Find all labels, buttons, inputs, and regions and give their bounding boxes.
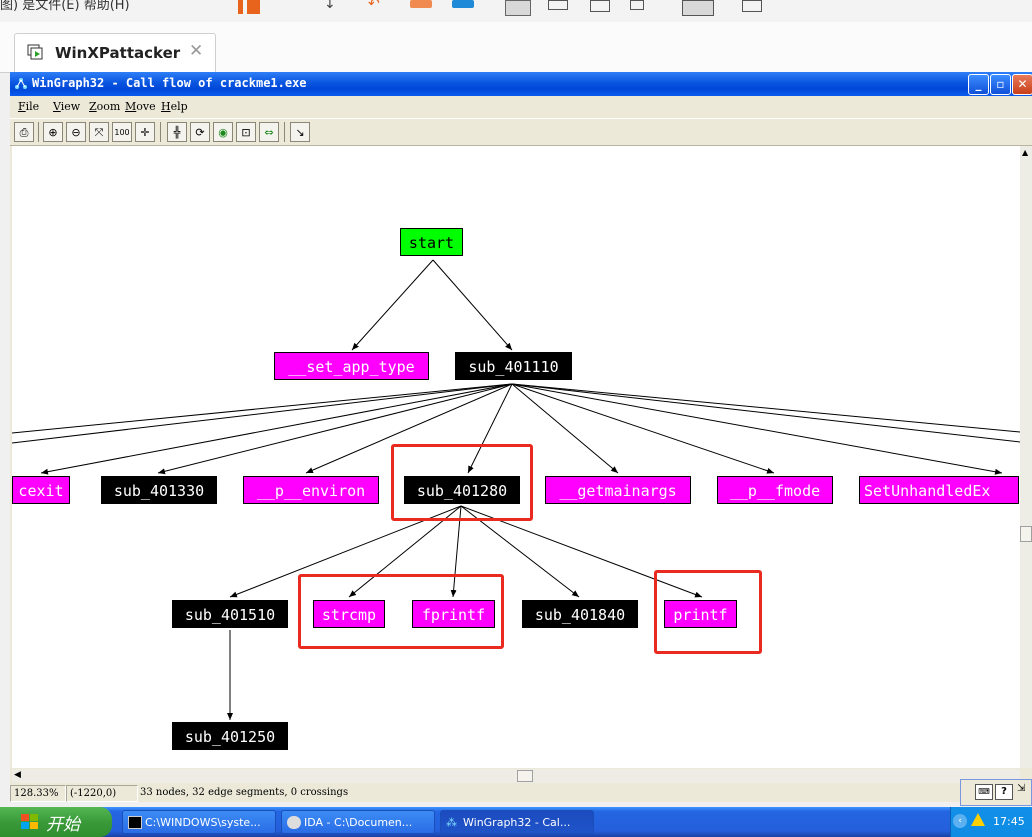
revert-icon[interactable]: ↶ (368, 0, 380, 12)
node-fprintf[interactable]: fprintf (412, 600, 495, 628)
start-label: 开始 (46, 815, 80, 835)
wingraph-window: WinGraph32 - Call flow of crackme1.exe _… (10, 72, 1032, 802)
node-p-environ[interactable]: __p__environ (243, 476, 379, 504)
fit-button[interactable]: ⤧ (89, 122, 109, 142)
view-window-icon[interactable] (630, 0, 644, 10)
scroll-left-icon[interactable]: ◀ (14, 770, 21, 780)
graph-edges (12, 259, 1020, 720)
minimize-button[interactable]: _ (968, 74, 989, 95)
tab-winxpattacker[interactable]: WinXPattacker ✕ (14, 33, 216, 73)
edge-lines (12, 259, 1020, 720)
vertical-scrollbar[interactable]: ▲ (1020, 146, 1032, 768)
zoom-out-button[interactable]: ⊖ (66, 122, 86, 142)
node-sub-401840[interactable]: sub_401840 (522, 600, 638, 628)
nav-button[interactable]: ◉ (213, 122, 233, 142)
view-console-icon[interactable] (548, 0, 568, 10)
task-cmd[interactable]: C:\WINDOWS\syste... (122, 810, 276, 834)
scroll-up-icon[interactable]: ▲ (1022, 148, 1029, 157)
menu-file[interactable]: File (18, 100, 40, 113)
vm-icon (27, 44, 43, 60)
options-icon[interactable]: ⇲ (1017, 783, 1026, 794)
zoom-100-button[interactable]: 100 (112, 122, 132, 142)
window-title: WinGraph32 - Call flow of crackme1.exe (32, 76, 307, 90)
clock: 17:45 (993, 815, 1025, 828)
toolbar-separator (160, 122, 161, 142)
status-zoom: 128.33% (10, 785, 66, 802)
task-ida[interactable]: IDA - C:\Documen... (281, 810, 435, 834)
tab-close-icon[interactable]: ✕ (189, 41, 204, 61)
title-bar[interactable]: WinGraph32 - Call flow of crackme1.exe _… (10, 72, 1032, 96)
view-full-icon[interactable] (505, 0, 531, 16)
host-menu-text: 图) 是文件(E) 帮助(H) (0, 0, 130, 13)
menu-bar: File View Zoom Move Help (10, 96, 1032, 116)
security-warning-icon[interactable] (971, 813, 985, 826)
maximize-button[interactable]: ▫ (990, 74, 1011, 95)
download-icon[interactable]: ↓ (324, 0, 336, 12)
highlight-sub-401280 (391, 444, 533, 521)
start-button[interactable]: 开始 (0, 807, 112, 837)
arrow-button[interactable]: ↘ (290, 122, 310, 142)
task-label: C:\WINDOWS\syste... (145, 816, 261, 829)
menu-help[interactable]: Help (161, 100, 188, 113)
manage-icon[interactable] (452, 0, 474, 8)
graph-canvas[interactable]: start __set_app_type sub_401110 cexit su… (12, 146, 1020, 768)
snapshot-icon[interactable] (410, 0, 432, 8)
task-wingraph[interactable]: ⁂ WinGraph32 - Cal... (440, 810, 594, 834)
close-button[interactable]: ✕ (1012, 74, 1032, 95)
horizontal-scrollbar[interactable]: ◀ (12, 769, 1020, 783)
status-info: 33 nodes, 32 edge segments, 0 crossings (140, 787, 349, 798)
view-unity-icon[interactable] (590, 0, 610, 12)
toolbar-separator (38, 122, 39, 142)
status-coords: (-1220,0) (66, 785, 138, 802)
node-sub-401250[interactable]: sub_401250 (172, 722, 288, 750)
status-bar: 128.33% (-1220,0) 33 nodes, 32 edge segm… (10, 784, 1032, 802)
graph-app-icon: ⁂ (446, 816, 457, 829)
node-start[interactable]: start (400, 228, 463, 256)
highlight-strcmp-fprintf (298, 574, 504, 649)
node-getmainargs[interactable]: __getmainargs (545, 476, 691, 504)
horizontal-scroll-thumb[interactable] (517, 770, 533, 782)
print-button[interactable]: ⎙ (14, 122, 34, 142)
toolbar-separator (284, 122, 285, 142)
windows-logo-icon (21, 814, 38, 829)
pause-icon[interactable] (238, 0, 260, 14)
task-label: IDA - C:\Documen... (304, 816, 413, 829)
keyboard-icon[interactable]: ⌨ (975, 784, 993, 800)
graph-toolbar: ⎙ ⊕ ⊖ ⤧ 100 ✛ ╬ ⟳ ◉ ⊡ ⇔ ↘ (10, 118, 1032, 146)
help-icon[interactable]: ? (995, 784, 1013, 800)
node-cexit[interactable]: cexit (12, 476, 70, 504)
system-tray: ‹ 17:45 (950, 807, 1032, 837)
zoom-in-button[interactable]: ⊕ (43, 122, 63, 142)
layout-button[interactable]: ╬ (167, 122, 187, 142)
next-button[interactable]: ⇔ (259, 122, 279, 142)
ida-icon (287, 816, 301, 829)
node-set-app-type[interactable]: __set_app_type (274, 352, 429, 380)
node-strcmp[interactable]: strcmp (313, 600, 385, 628)
taskbar: 开始 C:\WINDOWS\syste... IDA - C:\Documen.… (0, 807, 1032, 837)
language-bar[interactable]: ⌨ ? ⇲ (960, 779, 1032, 806)
highlight-printf (654, 570, 762, 654)
fullscreen-icon[interactable] (682, 0, 714, 16)
node-set-unhandled[interactable]: SetUnhandledEx (859, 476, 1019, 504)
menu-move[interactable]: Move (125, 100, 156, 113)
vertical-scroll-thumb[interactable] (1020, 526, 1032, 542)
node-sub-401330[interactable]: sub_401330 (101, 476, 217, 504)
node-printf[interactable]: printf (664, 600, 737, 628)
menu-zoom[interactable]: Zoom (89, 100, 121, 113)
node-sub-401510[interactable]: sub_401510 (172, 600, 288, 628)
rotate-button[interactable]: ⟳ (190, 122, 210, 142)
cmd-icon (128, 816, 142, 829)
center-button[interactable]: ✛ (135, 122, 155, 142)
task-label: WinGraph32 - Cal... (463, 816, 571, 829)
menu-view[interactable]: View (53, 100, 81, 113)
graph-app-icon (15, 78, 27, 89)
node-sub-401280[interactable]: sub_401280 (404, 476, 520, 504)
tab-label: WinXPattacker (55, 44, 181, 62)
tray-collapse-icon[interactable]: ‹ (953, 814, 967, 828)
library-icon[interactable] (742, 0, 762, 12)
node-sub-401110[interactable]: sub_401110 (455, 352, 572, 380)
host-toolbar: 图) 是文件(E) 帮助(H) ↓ ↶ (0, 0, 1032, 23)
view-button[interactable]: ⊡ (236, 122, 256, 142)
node-p-fmode[interactable]: __p__fmode (717, 476, 833, 504)
